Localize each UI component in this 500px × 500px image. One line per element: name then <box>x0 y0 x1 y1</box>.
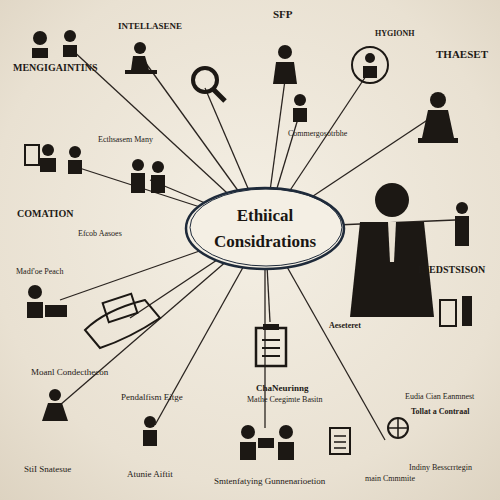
icon-label: Eudia Cian Eanmnest <box>405 393 474 402</box>
icon-label: COMATION <box>17 208 73 219</box>
icon-label: ChaNeurinng <box>256 384 309 394</box>
icon-label: Moanl Condecthecon <box>31 368 108 378</box>
icon-label: MENGIGAINTINS <box>13 62 97 73</box>
icon-label: HYGIONH <box>375 30 415 39</box>
icon-label: SFP <box>273 8 293 20</box>
icon-label: Aeseteret <box>329 322 361 331</box>
icon-label: StiI Snatesue <box>24 465 71 475</box>
icon-label: Mathe Ceegimte Basitn <box>247 396 323 405</box>
ellipse-outline <box>184 186 346 271</box>
icon-label: Pendalfism Eitge <box>121 393 183 403</box>
icon-label: main Cmmmite <box>365 475 415 484</box>
icon-label: Ecthsasem Many <box>98 136 153 145</box>
icon-label: Madf'oe Peach <box>16 268 63 277</box>
icon-label: Atunie Aiftit <box>127 470 173 480</box>
icon-label: Smtenfatying Gunnenarioetion <box>214 477 325 487</box>
icon-label: Efcob Aasoes <box>78 230 122 239</box>
icon-label: Indiny Besscrrtegin <box>409 464 472 473</box>
icons <box>25 30 472 460</box>
icon-label: Commergosotrbhe <box>288 130 347 139</box>
central-ellipse: Ethiical Considrations <box>184 186 346 271</box>
node-title: Ethiical Considrations <box>206 203 324 254</box>
icon-label: THAESET <box>436 48 488 60</box>
icon-label: INTELLASENE <box>118 22 182 32</box>
spokes <box>60 48 455 440</box>
icon-label: RIEDSTSISON <box>418 264 485 275</box>
icon-label: Tollat a Contraal <box>411 408 469 417</box>
